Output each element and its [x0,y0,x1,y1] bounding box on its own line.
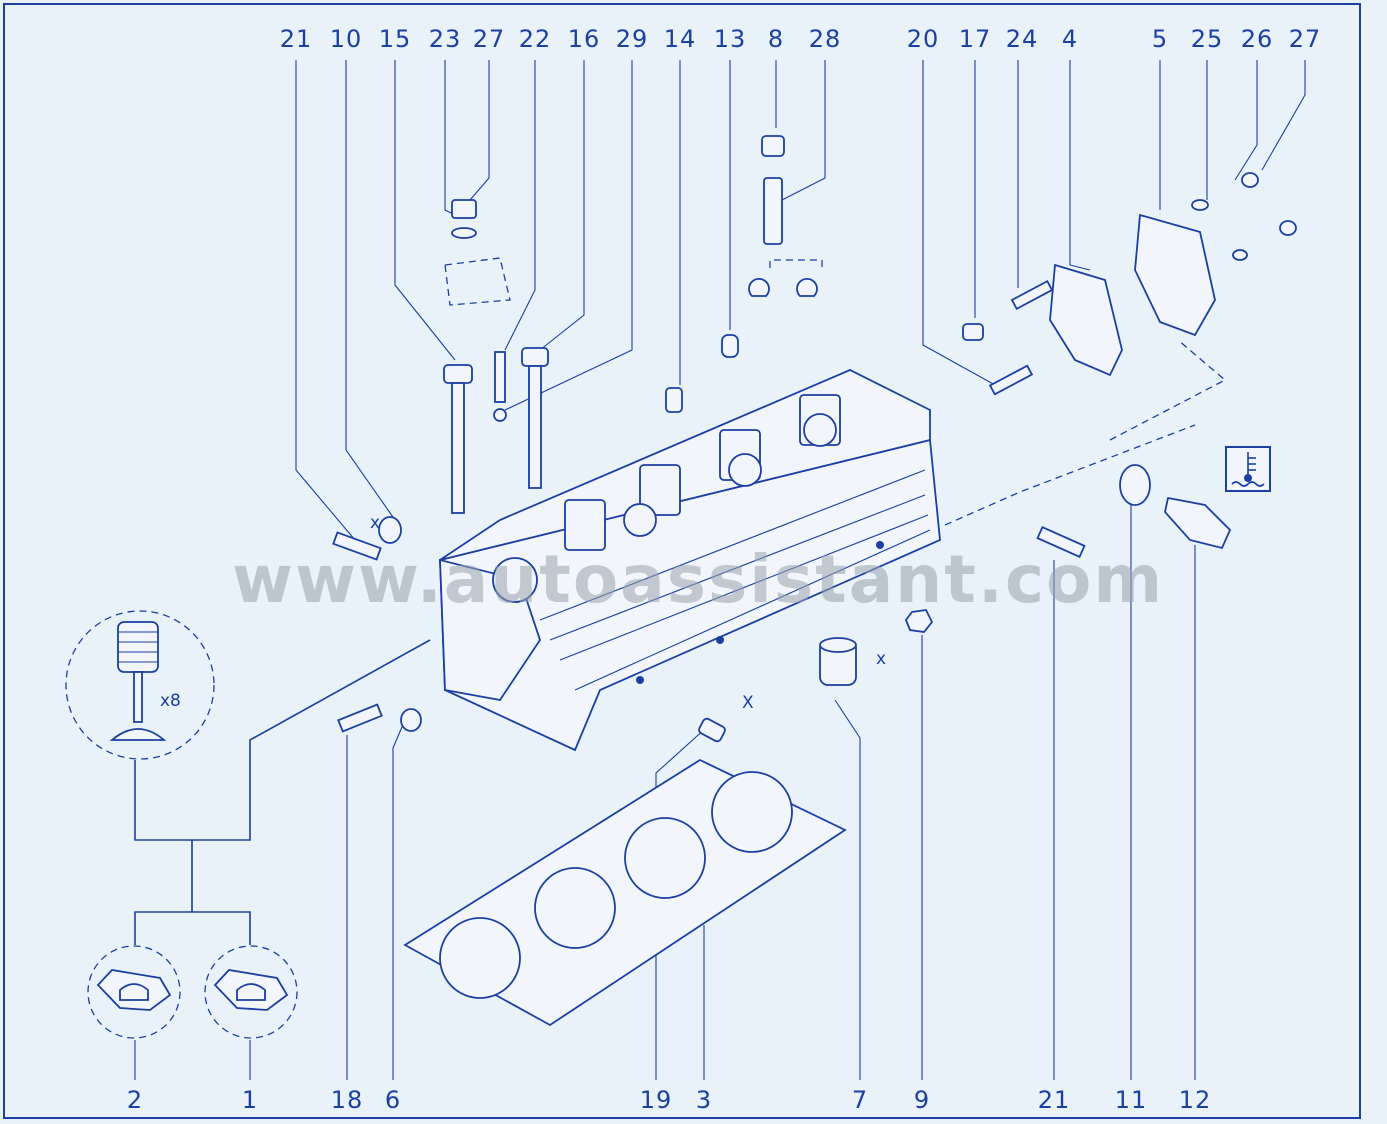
coolant-temperature-icon [1225,446,1271,492]
bearing-cap-detail-1 [204,945,298,1039]
callout-top-9: 14 [664,25,697,53]
callout-top-20: 27 [1289,25,1322,53]
callout-top-4: 23 [429,25,462,53]
dimension-x-label: X [742,693,754,713]
callout-top-3: 15 [379,25,412,53]
callout-top-1: 21 [280,25,313,53]
callout-bottom-10: 11 [1115,1086,1148,1114]
cylinder-head [439,369,941,752]
bottom-callout-numbers: 2 1 18 6 19 3 7 9 21 11 12 [127,1086,1212,1114]
callout-top-11: 8 [768,25,784,53]
callout-top-12: 28 [809,25,842,53]
callout-bottom-7: 7 [852,1086,868,1114]
callout-bottom-4: 6 [385,1086,401,1114]
watermark: www.autoassistant.com [232,541,1164,618]
callout-top-18: 25 [1191,25,1224,53]
valve-detail-circle [65,610,215,760]
callout-top-5: 27 [473,25,506,53]
small-parts [332,135,1297,743]
valve-qty-label: x8 [160,691,181,711]
dimension-x-small-label-1: x [370,513,380,533]
callout-bottom-9: 21 [1038,1086,1071,1114]
callout-top-10: 13 [714,25,747,53]
leader-lines-bottom [134,500,1196,1080]
callout-bottom-8: 9 [914,1086,930,1114]
callout-bottom-2: 1 [242,1086,258,1114]
callout-bottom-5: 19 [640,1086,673,1114]
callout-bottom-11: 12 [1179,1086,1212,1114]
callout-bottom-6: 3 [696,1086,712,1114]
callout-top-2: 10 [330,25,363,53]
callout-top-16: 4 [1062,25,1078,53]
callout-bottom-3: 18 [331,1086,364,1114]
callout-top-14: 17 [959,25,992,53]
callout-top-19: 26 [1241,25,1274,53]
top-callout-numbers: 21 10 15 23 27 22 16 29 14 13 8 28 20 17… [280,25,1322,53]
callout-top-7: 16 [568,25,601,53]
diagram-frame [3,3,1361,1119]
head-gasket [403,758,847,1027]
callout-top-17: 5 [1152,25,1168,53]
dimension-x-small-label-2: x [876,649,886,669]
callout-bottom-1: 2 [127,1086,143,1114]
callout-top-6: 22 [519,25,552,53]
bearing-cap-detail-2 [87,945,181,1039]
callout-top-15: 24 [1006,25,1039,53]
callout-top-8: 29 [616,25,649,53]
callout-top-13: 20 [907,25,940,53]
part-group-bracket [134,639,431,945]
